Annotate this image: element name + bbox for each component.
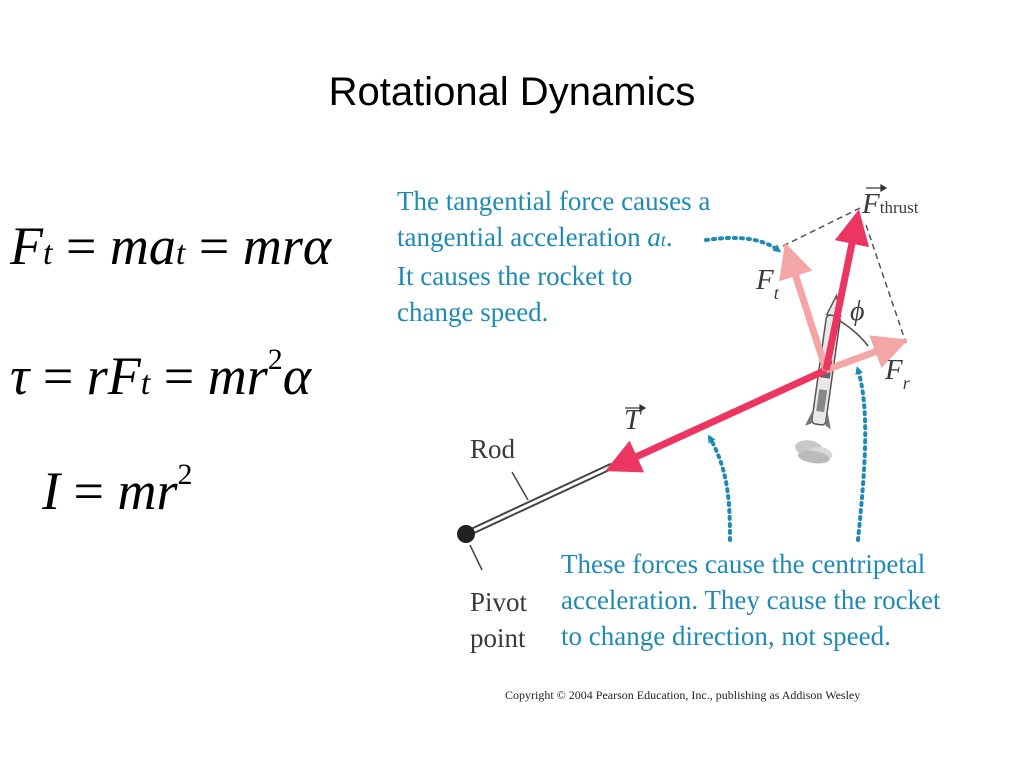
copyright-text: Copyright © 2004 Pearson Education, Inc.… bbox=[505, 688, 861, 702]
thrust-force-label: Fthrust bbox=[862, 188, 919, 220]
bottom-callout-arrow-right bbox=[855, 366, 868, 542]
tangential-force-arrow bbox=[779, 242, 830, 372]
equation-tangential-force: Ft = mat = mrα bbox=[10, 216, 332, 276]
rod-label: Rod bbox=[470, 434, 516, 464]
vector-arrow-marks bbox=[625, 183, 888, 413]
pivot-label-leader bbox=[469, 544, 483, 571]
tension-label: T bbox=[624, 404, 641, 436]
pivot-point-dot bbox=[457, 525, 475, 543]
top-callout-arrow bbox=[704, 235, 782, 253]
thrust-force-arrow bbox=[822, 209, 870, 371]
rod bbox=[464, 462, 614, 538]
radial-force-arrow bbox=[824, 335, 909, 374]
phi-label: ϕ bbox=[850, 296, 865, 327]
tension-arrow bbox=[605, 366, 828, 473]
tangential-force-note: The tangential force causes a tangential… bbox=[397, 186, 711, 327]
pivot-label: Pivot point bbox=[470, 587, 528, 653]
centripetal-note: These forces cause the centripetal accel… bbox=[561, 549, 941, 651]
radial-force-label: Fr bbox=[885, 354, 910, 393]
equation-moment-of-inertia: I = mr2 bbox=[42, 458, 193, 522]
bottom-callout-arrow-left bbox=[708, 434, 732, 542]
equation-torque: τ = rFt = mr2α bbox=[10, 343, 312, 407]
rod-label-leader bbox=[511, 471, 529, 501]
slide-title: Rotational Dynamics bbox=[328, 70, 696, 114]
tangential-force-label: Ft bbox=[756, 264, 779, 303]
